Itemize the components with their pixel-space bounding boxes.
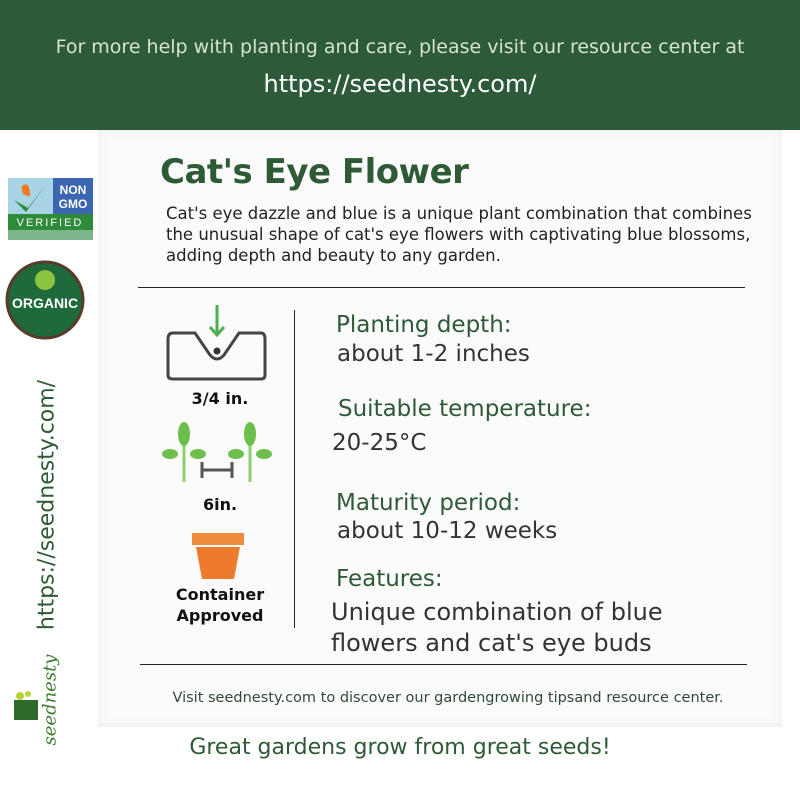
product-description: Cat's eye dazzle and blue is a unique pl… [166, 204, 752, 265]
header-url[interactable]: https://seednesty.com/ [263, 70, 537, 98]
side-url[interactable]: https://seednesty.com/ [34, 379, 60, 631]
planting-depth-icon [166, 305, 267, 381]
nongmo-text-2: GMO [59, 197, 88, 211]
divider-vertical [294, 310, 295, 628]
divider-bottom [140, 664, 747, 665]
spec-label: Planting depth: [336, 312, 512, 338]
plant-spacing-icon [162, 422, 272, 482]
nongmo-text-1: NON [60, 183, 87, 197]
footer-note: Visit seednesty.com to discover our gard… [172, 690, 724, 706]
organic-badge: ORGANIC [5, 260, 85, 340]
spec-value: about 1-2 inches [337, 341, 530, 367]
organic-text: ORGANIC [12, 295, 78, 311]
spec-value: Unique combination of blue flowers and c… [331, 598, 663, 657]
non-gmo-badge: NON GMO VERIFIED [8, 178, 93, 240]
pot-icon [192, 533, 244, 579]
header-text: For more help with planting and care, pl… [55, 36, 745, 58]
spec-value: 20-25°C [332, 430, 427, 456]
spec-label: Maturity period: [336, 490, 521, 516]
tagline: Great gardens grow from great seeds! [189, 735, 611, 760]
brand-name: seednesty [39, 654, 61, 746]
nongmo-text-3: VERIFIED [17, 217, 84, 229]
spec-value: about 10-12 weeks [337, 518, 558, 544]
product-title: Cat's Eye Flower [160, 152, 469, 192]
leaf-icon [35, 270, 55, 290]
spec-label: Features: [336, 566, 443, 592]
butterfly-check-icon: NON GMO VERIFIED [8, 178, 93, 240]
depth-label: 3/4 in. [191, 389, 249, 408]
spacing-label: 6in. [202, 495, 238, 514]
info-card [98, 130, 782, 727]
seed-box-icon [14, 691, 38, 720]
container-label-2: Approved [176, 606, 264, 625]
header-banner: For more help with planting and care, pl… [0, 0, 800, 130]
divider-top [138, 287, 745, 288]
spec-label: Suitable temperature: [338, 396, 592, 422]
container-label-1: Container [175, 585, 265, 604]
